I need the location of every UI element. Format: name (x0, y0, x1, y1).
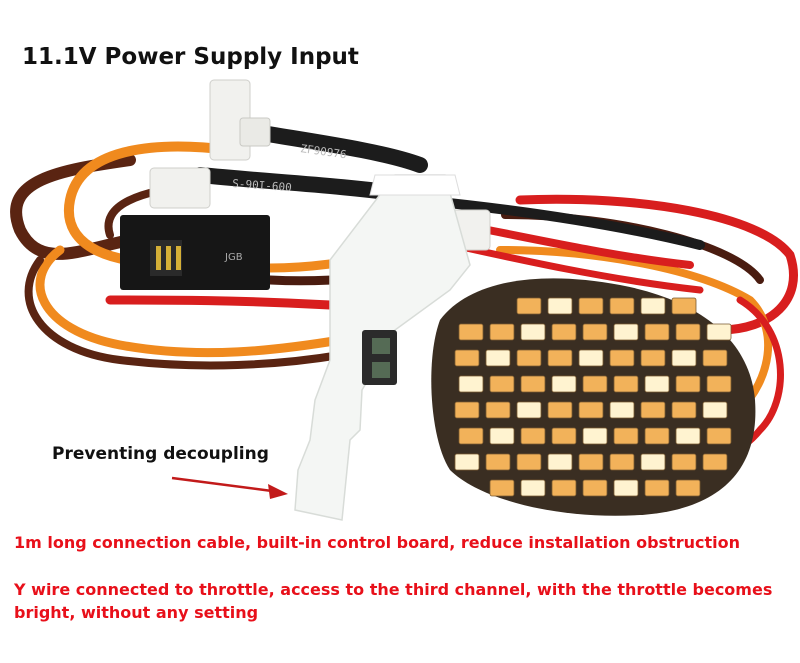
led-chip (675, 479, 701, 497)
led-chip (520, 427, 546, 445)
led-chip (454, 401, 480, 419)
led-chip (675, 375, 701, 393)
led-chip (582, 427, 608, 445)
led-chip (613, 375, 639, 393)
led-chip (485, 349, 511, 367)
led-chip (582, 479, 608, 497)
led-chip (613, 479, 639, 497)
led-chip (582, 375, 608, 393)
power-input-caption: 11.1V Power Supply Input (22, 44, 359, 70)
led-chip (516, 453, 542, 471)
led-chip (706, 323, 732, 341)
led-chip (671, 401, 697, 419)
led-chip (640, 349, 666, 367)
led-chip (609, 453, 635, 471)
led-chip (671, 453, 697, 471)
led-chip (578, 297, 604, 315)
led-chip (458, 323, 484, 341)
led-chip (675, 323, 701, 341)
led-chip (582, 323, 608, 341)
led-chip (547, 297, 573, 315)
connector-print: JGB (224, 252, 243, 263)
servo-connector: JGB (120, 215, 270, 290)
led-chip (547, 349, 573, 367)
led-chip (458, 427, 484, 445)
led-chip (485, 401, 511, 419)
led-chip (454, 453, 480, 471)
led-chip (578, 401, 604, 419)
led-chip (489, 375, 515, 393)
led-chip (516, 401, 542, 419)
led-chip (644, 375, 670, 393)
feature-line-cable: 1m long connection cable, built-in contr… (14, 533, 740, 552)
led-chip (644, 479, 670, 497)
led-chip (489, 479, 515, 497)
led-housing (294, 174, 471, 521)
led-chip (609, 297, 635, 315)
led-chip (613, 323, 639, 341)
feature-line-throttle: Y wire connected to throttle, access to … (14, 580, 773, 622)
led-chip (578, 349, 604, 367)
led-chip (547, 401, 573, 419)
led-chip (551, 323, 577, 341)
led-chip (613, 427, 639, 445)
led-chip (551, 479, 577, 497)
cable-print-2: ZF90976 (300, 142, 348, 161)
led-chip (485, 453, 511, 471)
led-chip (551, 375, 577, 393)
led-chip (516, 297, 542, 315)
decoupling-caption: Preventing decoupling (52, 444, 269, 464)
led-chip (702, 349, 728, 367)
led-chip (609, 349, 635, 367)
led-chip (520, 323, 546, 341)
led-chip (640, 297, 666, 315)
led-chip (706, 375, 732, 393)
led-chip (644, 323, 670, 341)
led-chip (578, 453, 604, 471)
led-chip (671, 297, 697, 315)
led-chip (547, 453, 573, 471)
led-chip (671, 349, 697, 367)
led-chip (702, 453, 728, 471)
led-chip (520, 479, 546, 497)
led-chip (644, 427, 670, 445)
led-chip (609, 401, 635, 419)
led-chip (489, 323, 515, 341)
led-chip (640, 401, 666, 419)
led-chip (458, 375, 484, 393)
led-chip (551, 427, 577, 445)
led-chip (489, 427, 515, 445)
led-chip (520, 375, 546, 393)
led-bulb (431, 278, 756, 516)
led-chip (702, 401, 728, 419)
led-chip (706, 427, 732, 445)
led-chip (640, 453, 666, 471)
led-chip (454, 349, 480, 367)
led-chip (516, 349, 542, 367)
led-chip (675, 427, 701, 445)
cable-print-1: S-90I-600 (232, 177, 292, 194)
pointer-arrow (171, 476, 288, 499)
